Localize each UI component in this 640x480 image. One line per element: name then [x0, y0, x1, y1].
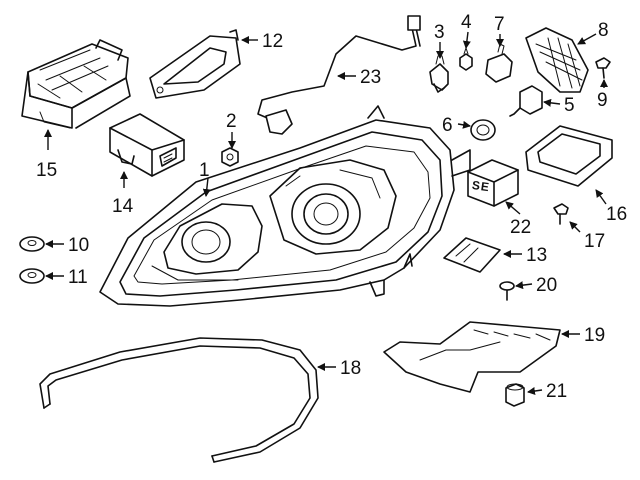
- part-10-washer: [19, 236, 45, 252]
- callout-16: 16: [606, 204, 627, 225]
- part-13-clip: [443, 237, 501, 273]
- arrow-16: [595, 189, 607, 205]
- callout-8: 8: [598, 20, 609, 41]
- callout-13: 13: [526, 245, 547, 266]
- part-22-label: SE: [467, 159, 519, 207]
- part-7-socket: [485, 43, 513, 83]
- callout-7: 7: [494, 14, 505, 35]
- callout-labels: 1 2 3 4 5 6 7 8 9 10 11 12 13 14 15 16 1…: [36, 12, 627, 402]
- arrow-21: [527, 387, 543, 395]
- arrow-6: [457, 120, 471, 129]
- part-19-lower-shield: [383, 321, 561, 393]
- callout-15: 15: [36, 160, 57, 181]
- callout-23: 23: [360, 67, 381, 88]
- callout-4: 4: [461, 12, 472, 33]
- callout-17: 17: [584, 231, 605, 252]
- part-16-frame: [525, 125, 613, 187]
- part-8-cover-cap: [525, 27, 589, 93]
- callout-22: 22: [510, 217, 531, 238]
- arrow-1: [202, 177, 211, 197]
- arrow-5: [543, 98, 561, 107]
- part-15-bracket: [21, 39, 131, 129]
- part-6-retainer: [470, 119, 496, 141]
- callout-20: 20: [536, 275, 557, 296]
- part-2-nut: [221, 147, 239, 167]
- callout-12: 12: [262, 31, 283, 52]
- part-20-screw: [499, 281, 515, 301]
- part-17-bolt: [553, 203, 569, 225]
- callout-6: 6: [442, 115, 453, 136]
- arrow-4: [462, 31, 471, 49]
- part-14-control-unit: [109, 113, 185, 177]
- callout-3: 3: [434, 22, 445, 43]
- callout-5: 5: [564, 95, 575, 116]
- callout-2: 2: [226, 111, 237, 132]
- part-11-washer: [19, 268, 45, 284]
- arrow-22: [505, 201, 521, 215]
- arrow-20: [515, 281, 533, 290]
- part-12-bracket: [149, 29, 241, 99]
- callout-18: 18: [340, 358, 361, 379]
- part-23-wiring-harness: [257, 15, 421, 135]
- callout-14: 14: [112, 196, 134, 217]
- part-5-bulb-socket: [509, 85, 543, 117]
- part-9-screw: [595, 57, 611, 79]
- callout-9: 9: [597, 90, 608, 111]
- part-18-seal-strip: [39, 337, 319, 463]
- callout-11: 11: [68, 267, 88, 288]
- arrow-17: [569, 221, 581, 233]
- part-4-small-bulb: [459, 47, 473, 71]
- callout-10: 10: [68, 235, 89, 256]
- arrow-8: [577, 33, 597, 45]
- part-3-bulb: [429, 55, 449, 93]
- callout-arrows: [44, 31, 608, 395]
- part-1-headlamp-assembly: [99, 105, 471, 307]
- part-21-grommet: [505, 383, 525, 407]
- callout-21: 21: [546, 381, 567, 402]
- callout-1: 1: [199, 160, 210, 181]
- callout-19: 19: [584, 325, 605, 346]
- part-22-label-text: SE: [471, 178, 491, 194]
